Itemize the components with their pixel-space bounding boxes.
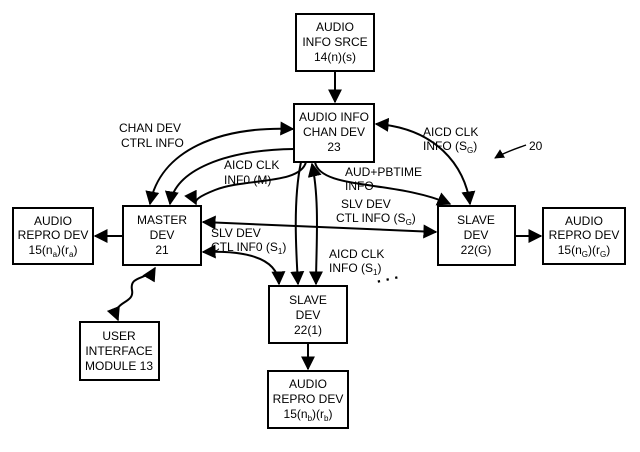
audio-repro-g-box: AUDIO REPRO DEV 15(nG)(rG) [542,207,626,265]
aicd-clk-s1-arrow [307,162,324,286]
audio-repro-a-line-1: AUDIO [34,214,72,228]
aud-pbtime-label-1: AUD+PBTIME [345,165,422,179]
audio-repro-b-box: AUDIO REPRO DEV 15(nb)(rb) [267,370,349,429]
user-interface-box: USER INTERFACE MODULE 13 [79,321,160,381]
audio-repro-b-line-2: REPRO DEV [273,392,344,406]
audio-repro-g-line-2: REPRO DEV [549,228,620,242]
slave-dev-1-line-1: SLAVE [289,293,327,307]
audio-repro-a-box: AUDIO REPRO DEV 15(na)(ra) [12,207,94,265]
audio-info-source-line-3: 14(n)(s) [314,50,356,64]
figure-ref-arrow [494,144,527,159]
user-interface-line-3: MODULE 13 [85,359,153,373]
user-interface-line-1: USER [102,329,136,343]
channel-to-slave-1-arrow [290,161,305,286]
slave-dev-g-line-3: 22(G) [461,243,492,257]
audio-info-source-line-1: AUDIO [316,20,354,34]
figure-ref-label: 20 [529,139,543,153]
aicd-clk-m-arrow [164,148,295,206]
aicd-clk-sg-label-2: INFO (SG) [423,139,477,155]
audio-repro-a-line-2: REPRO DEV [18,228,89,242]
audio-repro-b-line-3: 15(nb)(rb) [284,407,333,423]
chan-dev-ctrl-info-arrow [145,121,295,206]
audio-repro-a-line-3: 15(na)(ra) [29,243,78,259]
audio-info-channel-line-3: 23 [327,140,341,154]
slave-dev-1-box: SLAVE DEV 22(1) [268,285,348,344]
slv-dev-ctl-sg-label-2: CTL INFO (SG) [336,211,416,227]
audio-repro-g-line-1: AUDIO [565,214,603,228]
user-interface-line-2: INTERFACE [85,344,152,358]
slave-dev-g-box: SLAVE DEV 22(G) [437,205,516,266]
channel-to-master-arrow [184,161,307,206]
slave-dev-1-line-3: 22(1) [294,323,322,337]
master-dev-box: MASTER DEV 21 [122,205,202,266]
slv-dev-ctl-sg-label-1: SLV DEV [341,197,391,211]
aicd-clk-s1-label-1: AICD CLK [329,247,384,261]
audio-info-channel-line-1: AUDIO INFO [299,110,369,124]
slv-dev-ctl-s1-label-2: CTL INF0 (S1) [211,240,286,256]
audio-repro-g-line-3: 15(nG)(rG) [558,243,611,259]
aicd-clk-m-label-2: INF0 (M) [224,173,271,187]
ellipsis-more-slaves: . . . [374,266,399,287]
audio-info-source-box: AUDIO INFO SRCE 14(n)(s) [295,13,375,72]
slv-dev-ctl-s1-label-1: SLV DEV [211,226,261,240]
user-interface-to-master-arrow [106,266,156,322]
master-dev-line-3: 21 [155,243,169,257]
slv-dev-ctl-s1-arrow [201,244,286,286]
slave-dev-1-line-2: DEV [296,308,321,322]
audio-repro-b-line-1: AUDIO [289,377,327,391]
aicd-clk-m-label-1: AICD CLK [224,158,279,172]
master-dev-line-1: MASTER [137,213,187,227]
aud-pbtime-label-2: INFO [345,179,374,193]
audio-info-channel-box: AUDIO INFO CHAN DEV 23 [293,103,375,163]
chan-dev-ctrl-label-1: CHAN DEV [119,121,181,135]
aicd-clk-sg-label-1: AICD CLK [423,125,478,139]
audio-info-source-line-2: INFO SRCE [302,35,367,49]
aicd-clk-sg-arrow [374,117,476,206]
master-dev-line-2: DEV [150,228,175,242]
slave-dev-g-line-1: SLAVE [457,213,495,227]
chan-dev-ctrl-label-2: CTRL INFO [121,136,184,150]
aicd-clk-s1-label-2: INFO (S1) [329,261,381,277]
slave-dev-g-line-2: DEV [464,228,489,242]
audio-info-channel-line-2: CHAN DEV [303,125,365,139]
